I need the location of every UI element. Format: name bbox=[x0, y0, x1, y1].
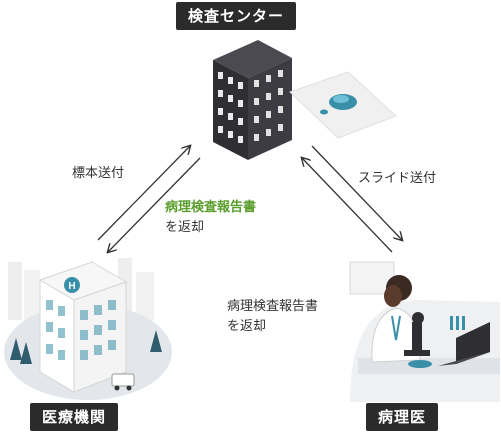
edge-label-slide-shipping: スライド送付 bbox=[358, 171, 437, 186]
hospital-icon: H bbox=[4, 258, 172, 400]
arrow-center-to-hospital bbox=[108, 157, 201, 252]
svg-text:H: H bbox=[68, 281, 75, 292]
arrow-hospital-to-center bbox=[97, 146, 190, 241]
arrow-center-to-pathologist bbox=[311, 145, 402, 240]
edge-label-return-left: を返却 bbox=[165, 220, 205, 235]
arrow-pathologist-to-center bbox=[302, 158, 393, 253]
edge-label-return-right: を返却 bbox=[227, 319, 267, 334]
node-label-center: 検査センター bbox=[176, 2, 297, 30]
slide-icon bbox=[289, 71, 397, 139]
edge-label-report-right: 病理検査報告書 bbox=[227, 299, 319, 314]
node-label-hospital: 医療機関 bbox=[30, 403, 119, 431]
lab-building-icon bbox=[213, 40, 292, 160]
node-label-pathologist: 病理医 bbox=[366, 403, 439, 431]
edge-label-report-highlight: 病理検査報告書 bbox=[165, 200, 257, 215]
pathologist-icon bbox=[349, 261, 500, 402]
edge-label-specimen-shipping: 標本送付 bbox=[72, 166, 125, 181]
